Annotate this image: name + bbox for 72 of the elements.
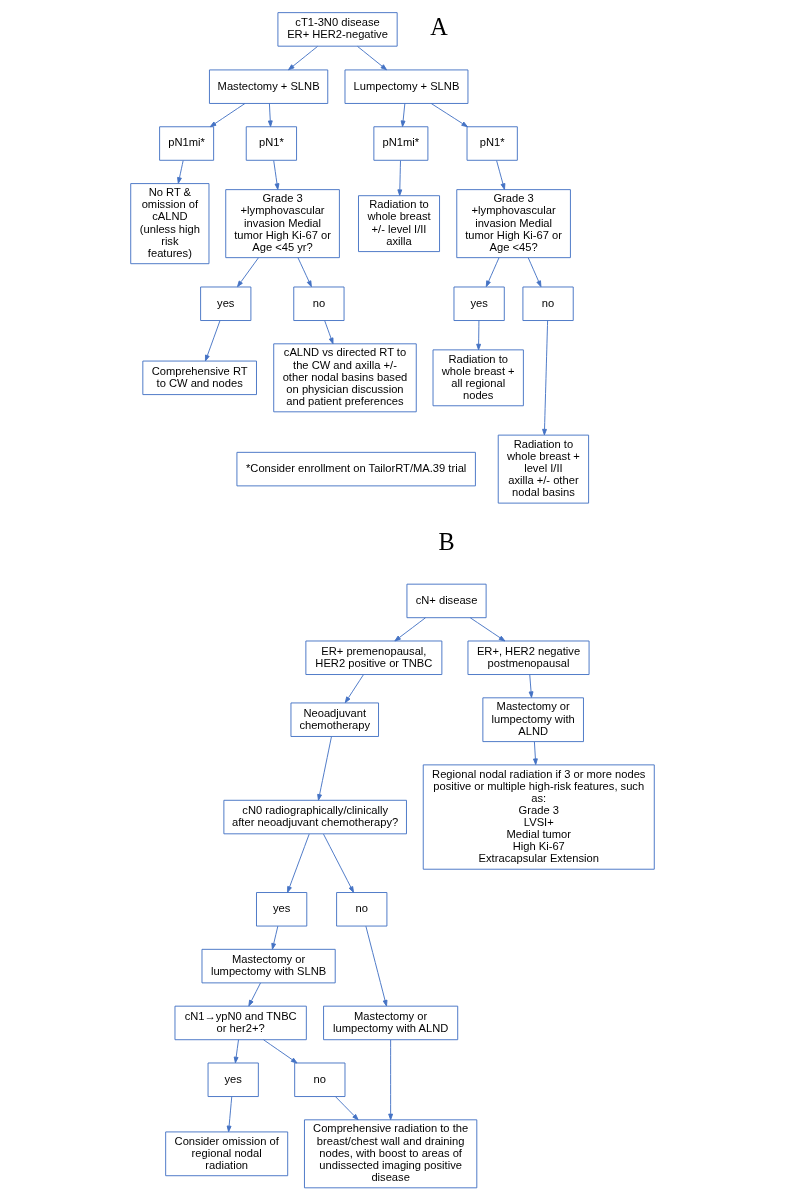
arrow: [388, 1039, 394, 1121]
node-box: Comprehensive RT to CW and nodes: [142, 360, 257, 396]
node-box: cN1→ypN0 and TNBC or her2+?: [174, 1005, 307, 1041]
node-box: no: [522, 286, 574, 321]
node-box: cN0 radiographically/clinically after neoadjuvant chemotherapy?: [223, 799, 407, 835]
node-box: pN1*: [466, 126, 518, 161]
arrow: [430, 103, 468, 128]
arrow: [288, 45, 319, 71]
node-box: Neoadjuvant chemotherapy: [290, 702, 379, 737]
node-box: Mastectomy or lumpectomy with ALND: [482, 697, 584, 743]
arrow: [469, 617, 506, 642]
node-box: Lumpectomy + SLNB: [344, 69, 469, 104]
arrow: [357, 45, 388, 71]
arrow: [233, 1039, 239, 1064]
node-box: no: [293, 286, 345, 321]
arrow: [248, 982, 261, 1007]
label: B: [438, 527, 455, 555]
node-box: yes: [207, 1062, 259, 1097]
node-box: Regional nodal radiation if 3 or more nodes positive or multiple high-risk features, such as: Grade 3 LVSI+ Medial tumor High Ki-67 Extracapsular Extension: [422, 764, 655, 870]
node-box: ER+, HER2 negative postmenopausal: [467, 640, 590, 675]
arrow: [237, 257, 259, 288]
arrow: [496, 160, 506, 190]
node-box: yes: [453, 286, 505, 321]
node-box: pN1*: [245, 126, 297, 161]
node-box: no: [294, 1062, 346, 1097]
arrow: [209, 103, 246, 128]
arrow: [273, 160, 280, 190]
arrow: [527, 257, 542, 288]
node-box: Consider omission of regional nodal radiation: [165, 1131, 289, 1177]
node-box: Mastectomy or lumpectomy with ALND: [323, 1005, 459, 1041]
arrow: [324, 320, 334, 345]
arrow: [476, 320, 482, 351]
node-box: No RT & omission of cALND (unless high risk features): [130, 183, 210, 265]
arrow: [177, 160, 184, 184]
arrow: [528, 674, 534, 698]
node-box: Radiation to whole breast + all regional nodes: [432, 349, 524, 407]
label: A: [430, 13, 448, 41]
node-box: ER+ premenopausal, HER2 positive or TNBC: [305, 640, 443, 675]
arrow: [542, 320, 549, 436]
arrow: [271, 925, 279, 950]
arrow: [323, 833, 354, 893]
node-box: Mastectomy + SLNB: [208, 69, 329, 104]
arrow: [365, 925, 388, 1007]
arrow: [267, 103, 273, 127]
node-box: *Consider enrollment on TailorRT/MA.39 trial: [236, 451, 476, 487]
arrow: [394, 617, 426, 642]
node-box: cN+ disease: [406, 583, 487, 619]
node-box: Grade 3 +lymphovascular invasion Medial tumor High Ki-67 or Age <45 yr?: [225, 189, 340, 259]
node-box: cT1-3N0 disease ER+ HER2-negative: [277, 12, 398, 47]
node-box: no: [336, 892, 388, 927]
arrow: [263, 1039, 298, 1064]
arrow: [533, 741, 538, 765]
node-box: yes: [200, 286, 252, 321]
node-box: Radiation to whole breast +/- level I/II axilla: [358, 195, 440, 253]
node-box: Mastectomy or lumpectomy with SLNB: [201, 948, 336, 984]
arrow: [485, 257, 500, 288]
node-box: Radiation to whole breast + level I/II axilla +/- other nodal basins: [497, 434, 590, 504]
arrow: [344, 674, 364, 704]
node-box: Comprehensive radiation to the breast/chest wall and draining nodes, with boost to areas of undissected imaging positive disease: [304, 1119, 478, 1189]
arrow: [400, 103, 406, 127]
arrow: [397, 160, 403, 196]
node-box: Grade 3 +lymphovascular invasion Medial tumor High Ki-67 or Age <45?: [456, 189, 571, 259]
arrow: [335, 1096, 359, 1121]
node-box: pN1mi*: [159, 126, 215, 161]
arrow: [317, 736, 332, 801]
arrow: [297, 257, 312, 288]
arrow: [204, 320, 221, 362]
node-box: cALND vs directed RT to the CW and axilla +/- other nodal basins based on physician discussion and patient preferences: [273, 343, 417, 413]
arrow: [287, 833, 310, 893]
node-box: pN1mi*: [373, 126, 429, 161]
arrow: [226, 1096, 233, 1133]
node-box: yes: [256, 892, 308, 927]
